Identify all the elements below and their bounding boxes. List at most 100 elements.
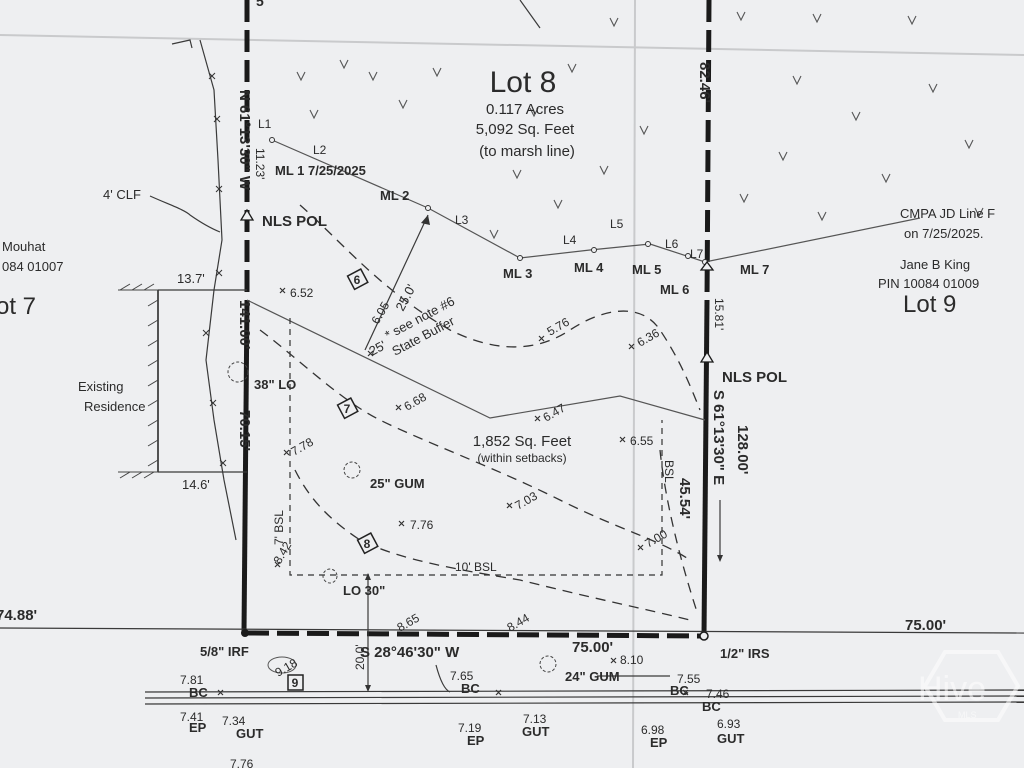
state-buffer-label-1: 25' (366, 337, 388, 358)
bsl7-label: 7' BSL (272, 510, 286, 545)
ml2-label: ML 2 (380, 188, 409, 203)
elev-7-13: 7.13 (523, 712, 547, 726)
elev-7-19: 7.19 (458, 721, 482, 735)
dim-70-15: 70.15' (236, 410, 253, 451)
paper-fold-crease (632, 0, 636, 768)
irs-label: 1/2" IRS (720, 646, 770, 661)
lot9-title: Lot 9 (903, 291, 956, 318)
bc-label-2: BC (461, 681, 480, 696)
ep-label-2: EP (467, 733, 485, 748)
elev-6-52: 6.52 (290, 286, 314, 300)
l3-label: L3 (455, 213, 469, 227)
ml3-label: ML 3 (503, 266, 532, 281)
buffer-dimension-line (364, 214, 429, 351)
cmpa-line2: on 7/25/2025. (904, 226, 984, 241)
lot8-sqft: 5,092 Sq. Feet (476, 121, 575, 138)
elev-6-93: 6.93 (717, 717, 741, 731)
residence-hatching (118, 283, 159, 479)
marsh-vegetation-symbols (296, 11, 984, 240)
elev-7-76-bottom: 7.76 (230, 757, 254, 768)
ep-label-3: EP (650, 735, 668, 750)
ep-label-1: EP (189, 720, 207, 735)
hive-mls-watermark: Hive MLS (918, 650, 1021, 722)
ml6-label: ML 6 (660, 282, 689, 297)
dim-74-88: 74.88' (0, 607, 37, 624)
lot7-pin: 084 01007 (2, 259, 63, 274)
contour-lines (259, 204, 701, 621)
elev-7-76: 7.76 (410, 518, 434, 532)
buildable-note: (within setbacks) (477, 451, 566, 465)
corner-monuments (239, 208, 715, 641)
marker-8-label: 8 (364, 537, 371, 551)
east-arrow-head (717, 555, 723, 562)
lo38-label: 38" LO (254, 377, 296, 392)
dim-14-6: 14.6' (182, 477, 210, 492)
bc-label-4: BC (702, 699, 721, 714)
ml7-label: ML 7 (740, 262, 769, 277)
east-bearing: S 61°13'30" E (710, 390, 727, 485)
paper-fold-crease (0, 34, 1024, 56)
lot8-acres: 0.117 Acres (486, 101, 564, 118)
marsh-line (271, 139, 921, 263)
north-arrow-line (519, 0, 541, 29)
west-bearing: N 61°13'30" W (236, 90, 253, 191)
marker-boxes (267, 268, 379, 691)
nls-pol-west: NLS POL (262, 213, 327, 230)
elev-7-03: 7.03 (513, 489, 541, 513)
dim-141: 141.00' (236, 300, 253, 349)
clf-leader (149, 195, 221, 233)
irf-label: 5/8" IRF (200, 644, 249, 659)
watermark-sub: MLS (958, 710, 977, 720)
elev-5-76: 5.76 (545, 315, 573, 339)
gum24-label: 24" GUM (565, 669, 620, 684)
bc-label-1: BC (189, 685, 208, 700)
lot8-marsh-note: (to marsh line) (479, 143, 575, 160)
l7-label: L7 (690, 247, 704, 261)
elev-7-46: 7.46 (706, 687, 730, 701)
ml4-label: ML 4 (574, 260, 604, 275)
clf-label: 4' CLF (103, 187, 141, 202)
elev-6-68: 6.68 (402, 390, 430, 414)
lot7-title: ot 7 (0, 293, 36, 320)
dim-45-54: 45.54' (676, 478, 693, 519)
l5-label: L5 (610, 217, 624, 231)
elev-7-41: 7.41 (180, 710, 204, 724)
watermark-brand: Hive (918, 670, 986, 708)
existing-label: Existing (78, 379, 124, 394)
elev-6-36: 6.36 (635, 326, 663, 350)
building-setback-lines (289, 318, 663, 576)
nls-pol-east: NLS POL (722, 369, 787, 386)
lot9-owner: Jane B King (900, 257, 970, 272)
arrow-mark (171, 39, 193, 49)
gut-label-2: GUT (522, 724, 550, 739)
buildable-area: 1,852 Sq. Feet (473, 433, 572, 450)
dim-128: 128.00' (734, 425, 751, 474)
l1-label: L1 (258, 117, 272, 131)
dim-75-00-right: 75.00' (905, 617, 946, 634)
marsh-line-points (269, 137, 708, 265)
elev-6-98: 6.98 (641, 723, 665, 737)
l6-label: L6 (665, 237, 679, 251)
elev-6-47: 6.47 (541, 401, 569, 425)
marker-6-label: 6 (354, 273, 361, 287)
buffer-dimension-arrow (421, 215, 430, 225)
curb-lines (144, 664, 1024, 705)
gut-label-1: GUT (236, 726, 264, 741)
elev-7-81: 7.81 (180, 673, 204, 687)
dim-20: 20.0' (353, 644, 367, 670)
elev-7-65: 7.65 (450, 669, 474, 683)
lot9-pin: PIN 10084 01009 (878, 276, 979, 291)
west-property-line-south (241, 299, 250, 633)
gut-label-3: GUT (717, 731, 745, 746)
dim-13-7: 13.7' (177, 271, 205, 286)
dim-top-left: 5' (256, 0, 267, 9)
dim-25-0: 25.0' (392, 282, 418, 314)
elevation-labels: 6.52 6.05 5.76 6.36 6.68 6.47 6.55 7.78 … (180, 286, 741, 768)
marker-9-label: 9 (292, 676, 299, 690)
tree-symbols (227, 361, 557, 673)
ml5-label: ML 5 (632, 262, 661, 277)
elev-6-55: 6.55 (630, 434, 654, 448)
elev-8-65: 8.65 (395, 611, 423, 635)
elev-6-05: 6.05 (368, 299, 392, 327)
